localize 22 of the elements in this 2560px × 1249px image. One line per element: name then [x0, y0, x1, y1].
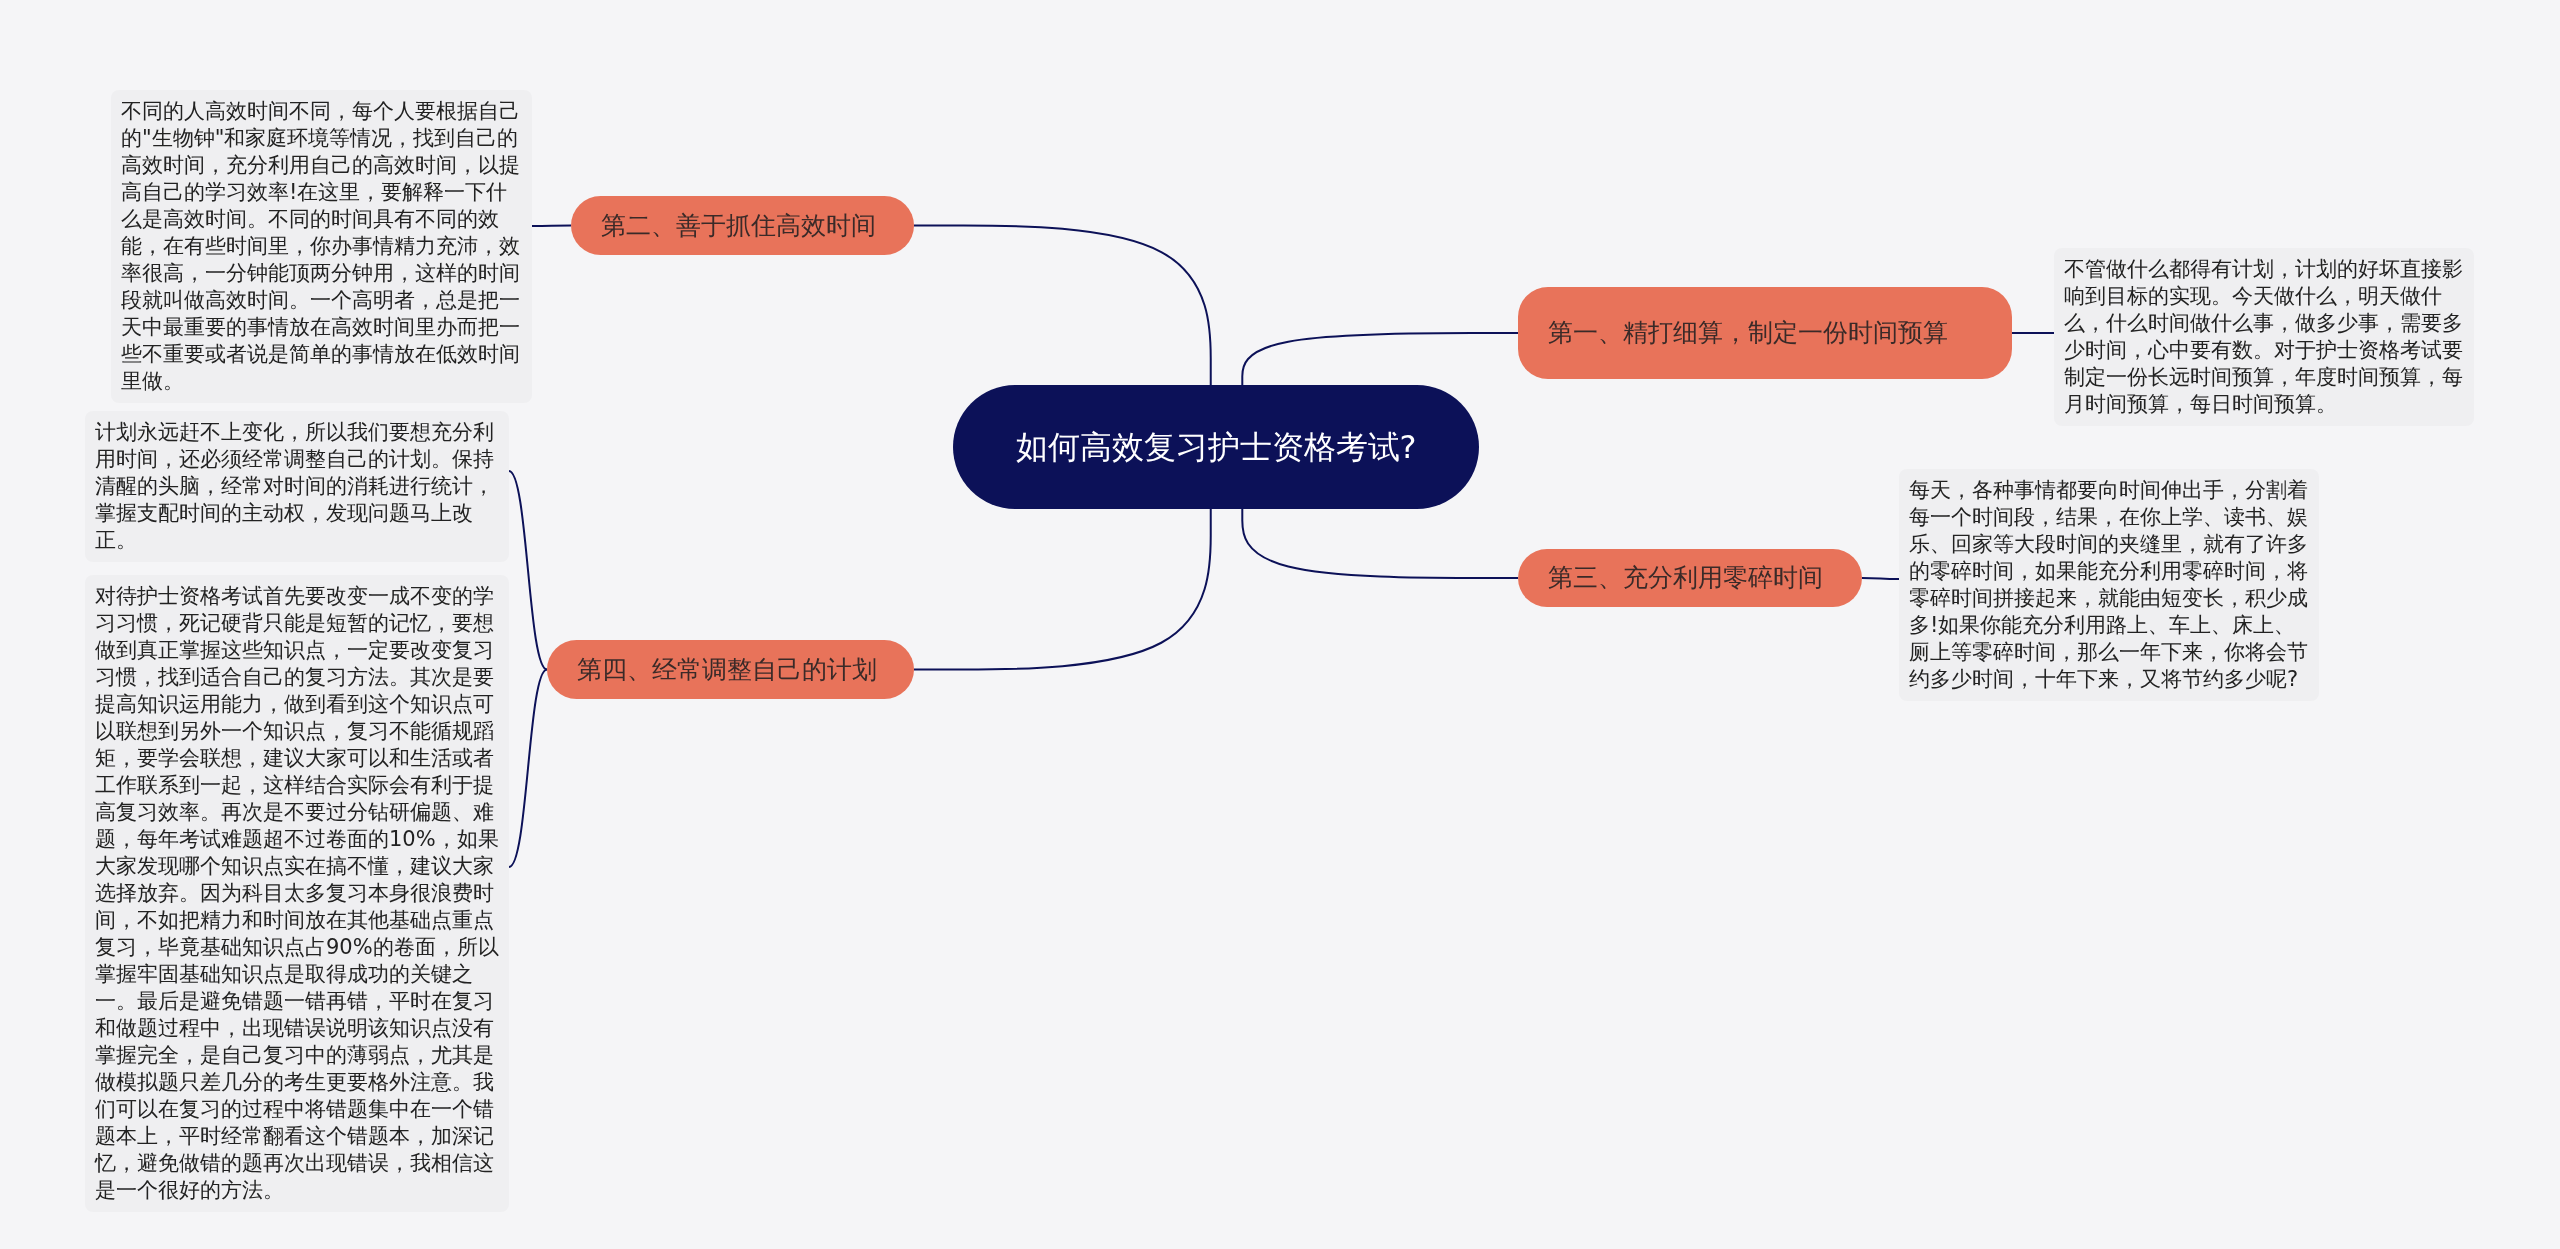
connector-line — [1241, 332, 1519, 386]
note-text: 对待护士资格考试首先要改变一成不变的学习习惯，死记硬背只能是短暂的记忆，要想做到真正掌握这些知识点，一定要改变复习习惯，找到适合自己的复习方法。其次是要提高知识运用能力，做到看到这个知识点可以联想到另外一个知识点，复习不能循规蹈矩，要学会联想，建议大家可以和生活或者工作联系到一起，这样结合实际会有利于提高复习效率。再次是不要过分钻研偏题、难题，每年考试难题超不过卷面的10%，如果大家发现哪个知识点实在搞不懂，建议大家选择放弃。因为科目太多复习本身很浪费时间，不如把精力和时间放在其他基础点重点复习，毕竟基础知识点占90%的卷面，所以掌握牢固基础知识点是取得成功的关键之一。最后是避免错题一错再错，平时在复习和做题过程中，出现错误说明该知识点没有掌握完全，是自己复习中的薄弱点，尤其是做模拟题只差几分的考生更要格外注意。我们可以在复习的过程中将错题集中在一个错题本上，平时经常翻看这个错题本，加深记忆，避免做错的题再次出现错误，我相信这是一个很好的方法。 — [95, 583, 499, 1204]
connector-line — [531, 224, 572, 227]
connector-line — [508, 668, 548, 868]
branch-topic-text: 第三、充分利用零碎时间 — [1548, 562, 1823, 594]
connector-line — [1241, 508, 1519, 579]
connector-line — [913, 224, 1212, 386]
note-text: 计划永远赶不上变化，所以我们要想充分利用时间，还必须经常调整自己的计划。保持清醒的头脑，经常对时间的消耗进行统计，掌握支配时间的主动权，发现问题马上改正。 — [95, 419, 495, 554]
branch-topic-pill — [1518, 549, 1862, 607]
connector-line — [1861, 577, 1900, 580]
root-topic-text: 如何高效复习护士资格考试? — [1015, 427, 1417, 468]
note-text: 不管做什么都得有计划，计划的好坏直接影响到目标的实现。今天做什么，明天做什么，什么时间做什么事，做多少事，需要多少时间，心中要有数。对于护士资格考试要制定一份长远时间预算，年度时间预算，每月时间预算，每日时间预算。 — [2064, 256, 2464, 418]
note-card — [85, 411, 509, 562]
branch-topic-pill — [1518, 287, 2012, 379]
branch-topic-text: 第四、经常调整自己的计划 — [577, 653, 877, 686]
connector-line — [2011, 332, 2055, 334]
note-text: 每天，各种事情都要向时间伸出手，分割着每一个时间段，结果，在你上学、读书、娱乐、回家等大段时间的夹缝里，就有了许多的零碎时间，如果能充分利用零碎时间，将零碎时间拼接起来，就能由短变长，积少成多!如果你能充分利用路上、车上、床上、厕上等零碎时间，那么一年下来，你将会节约多少时间，十年下来，又将节约多少呢? — [1909, 477, 2309, 693]
branch-topic-text: 第二、善于抓住高效时间 — [601, 209, 876, 242]
connector-line — [508, 470, 548, 671]
connector-line — [913, 508, 1212, 671]
branch-topic-text: 第一、精打细算，制定一份时间预算 — [1548, 317, 1948, 349]
note-text: 不同的人高效时间不同，每个人要根据自己的"生物钟"和家庭环境等情况，找到自己的高效时间，充分利用自己的高效时间，以提高自己的学习效率!在这里，要解释一下什么是高效时间。不同的时间具有不同的效能，在有些时间里，你办事情精力充沛，效率很高，一分钟能顶两分钟用，这样的时间段就叫做高效时间。一个高明者，总是把一天中最重要的事情放在高效时间里办而把一些不重要或者说是简单的事情放在低效时间里做。 — [121, 98, 521, 395]
